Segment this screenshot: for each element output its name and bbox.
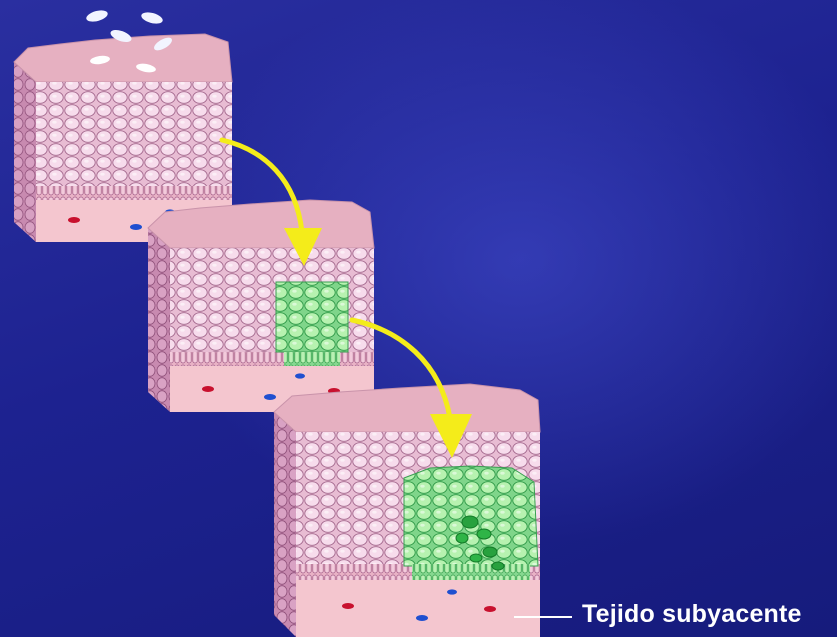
infected-basal-cells [412,564,530,580]
skin-block-stage-3 [274,384,540,637]
blue-blood-cell-icon [130,224,142,230]
underlying-tissue-label: Tejido subyacente [582,600,802,629]
epidermis-cells [36,82,232,186]
red-blood-cell-icon [202,386,214,392]
infected-basal-cells [284,352,340,366]
skin-block-stage-2 [148,200,374,412]
infected-cells-region [276,282,348,352]
dermis [296,580,540,637]
red-blood-cell-icon [68,217,80,223]
blue-blood-cell-icon [295,373,305,378]
basal-layer [36,186,232,200]
virion-icon [85,8,109,23]
label-leader-line [514,616,572,618]
red-blood-cell-icon [484,606,496,612]
blue-blood-cell-icon [447,589,457,594]
virion-icon [140,10,164,25]
blue-blood-cell-icon [264,394,276,400]
block-side-face [274,412,296,637]
block-side-face [148,228,170,412]
basal-layer [170,352,374,366]
blue-blood-cell-icon [416,615,428,621]
red-blood-cell-icon [342,603,354,609]
